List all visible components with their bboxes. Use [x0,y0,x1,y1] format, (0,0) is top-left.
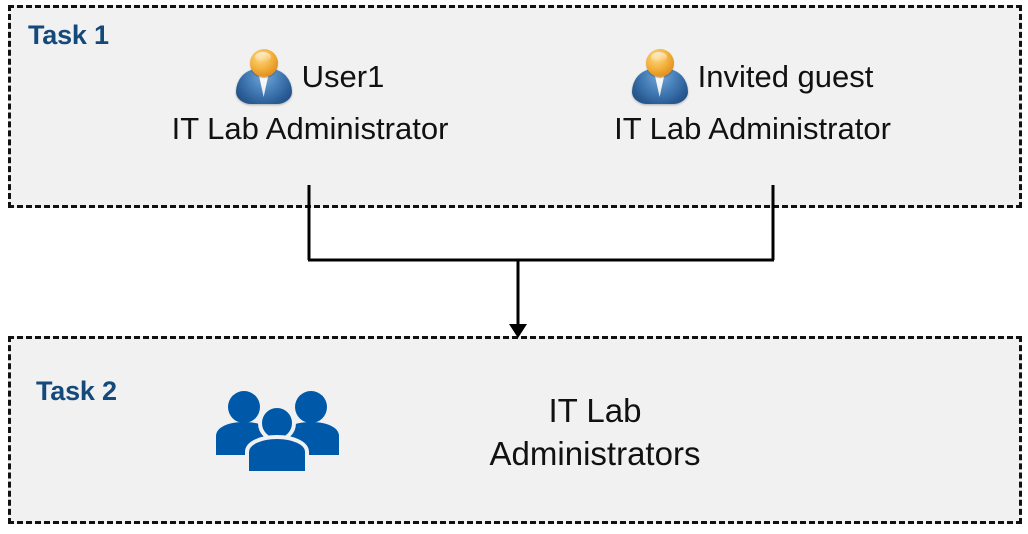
person-user1-role: IT Lab Administrator [171,111,449,146]
person-user1-row: User1 [130,48,490,104]
user-icon [631,48,688,104]
user-icon [235,48,292,104]
group-name: IT Lab Administrators [395,390,795,476]
person-invited-guest-name: Invited guest [697,58,874,94]
user-icon-head [645,49,674,77]
person-user1-name: User1 [301,58,385,94]
person-invited-guest-row: Invited guest [545,48,960,104]
group-name-line-2: Administrators [489,434,701,472]
group-of-people-icon [216,391,339,475]
person-invited-guest-role: IT Lab Administrator [614,111,891,146]
person-user1: User1 IT Lab Administrator [130,48,490,144]
group-name-line-1: IT Lab [548,392,642,429]
person-invited-guest: Invited guest IT Lab Administrator [545,48,960,144]
task-2-label: Task 2 [36,376,117,406]
task-2-container [8,336,1022,524]
user-icon-head [249,49,278,77]
task-1-container [8,5,1022,208]
task-1-label: Task 1 [28,20,109,50]
